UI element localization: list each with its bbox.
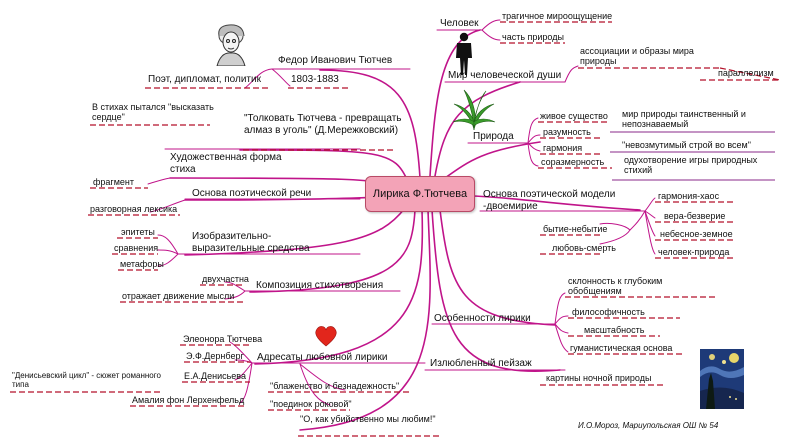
leaf-heaven: небесное-земное (660, 229, 733, 239)
leaf-mysterious: мир природы таинственный и непознаваемый (622, 109, 746, 130)
branch-means[interactable]: Изобразительно-выразительные средства (192, 231, 310, 254)
man-silhouette-icon (456, 32, 472, 75)
plant-icon (452, 89, 496, 131)
leaf-faith: вера-безверие (664, 211, 726, 221)
leaf-humanistic: гуманистическая основа (570, 343, 673, 353)
branch-addressees[interactable]: Адресаты любовной лирики (257, 352, 388, 363)
branch-form[interactable]: Художественная форма стиха (170, 152, 282, 175)
branch-nature[interactable]: Природа (473, 131, 514, 142)
leaf-two-part: двухчастна (202, 274, 249, 284)
central-node[interactable]: Лирика Ф.Тютчева (365, 176, 475, 212)
leaf-reasonable: разумность (543, 127, 591, 137)
leaf-metaphors: метафоры (120, 259, 164, 269)
leaf-part-nature: часть природы (502, 32, 564, 42)
leaf-being: бытие-небытие (543, 224, 608, 234)
leaf-heart-of-verse: В стихах пытался "высказать сердце" (92, 102, 214, 123)
leaf-fragment: фрагмент (93, 177, 134, 187)
leaf-dernberg: Э.Ф.Дернберг (186, 351, 244, 361)
leaf-philosophical: философичность (572, 307, 645, 317)
leaf-parallelism: параллелизм (718, 68, 774, 78)
leaf-love-death: любовь-смерть (552, 243, 616, 253)
leaf-harmony: гармония (543, 143, 583, 153)
leaf-amalia: Амалия фон Лерхенфельд (132, 395, 245, 405)
leaf-scale: масштабность (584, 325, 645, 335)
branch-features[interactable]: Особенности лирики (434, 313, 531, 324)
leaf-proportion: соразмерность (541, 157, 605, 167)
leaf-harmony-chaos: гармония-хаос (658, 191, 720, 201)
leaf-imperturbable: "невозмутимый строй во всем" (622, 140, 751, 150)
leaf-animation: одухотворение игры природных стихий (624, 155, 758, 176)
leaf-night: картины ночной природы (546, 373, 652, 383)
leaf-living: живое существо (540, 111, 608, 121)
leaf-denisyeva: Е.А.Денисьева (184, 371, 246, 381)
leaf-eleonora: Элеонора Тютчева (183, 334, 263, 344)
branch-model[interactable]: Основа поэтической модели -двоемирие (483, 189, 616, 212)
branch-man[interactable]: Человек (440, 18, 479, 29)
branch-name[interactable]: Федор Иванович Тютчев (278, 55, 393, 66)
leaf-man-nature: человек-природа (658, 247, 730, 257)
leaf-generalize: склонность к глубоким обобщениям (568, 276, 663, 297)
leaf-colloquial: разговорная лексика (90, 204, 178, 214)
leaf-oh-how: "О, как убийственно мы любим!" (300, 414, 436, 424)
leaf-bliss: "блаженство и безнадежность" (270, 381, 400, 391)
leaf-reflects: отражает движение мысли (122, 291, 235, 301)
branch-basis-speech[interactable]: Основа поэтической речи (192, 188, 312, 199)
leaf-quote: "Толковать Тютчева - превращать алмаз в … (244, 113, 402, 136)
leaf-comparisons: сравнения (114, 243, 159, 253)
leaf-duel: "поединок роковой" (270, 399, 352, 409)
leaf-tragic: трагичное мироощущение (502, 11, 613, 21)
leaf-denis-cycle: "Денисьевский цикл" - сюжет романного ти… (12, 371, 161, 390)
branch-landscape[interactable]: Излюбленный пейзаж (430, 358, 532, 369)
leaf-roles: Поэт, дипломат, политик (148, 74, 261, 85)
portrait-sketch (216, 24, 246, 66)
leaf-assoc: ассоциации и образы мира природы (580, 46, 694, 67)
heart-icon (315, 326, 337, 347)
leaf-years: 1803-1883 (291, 74, 339, 85)
branch-composition[interactable]: Композиция стихотворения (256, 280, 384, 291)
credit-text: И.О.Мороз, Мариупольская ОШ № 54 (578, 421, 719, 430)
leaf-epithets: эпитеты (121, 227, 155, 237)
branch-soul-world[interactable]: Мир человеческой души (448, 70, 562, 81)
starry-night-painting (700, 349, 744, 409)
